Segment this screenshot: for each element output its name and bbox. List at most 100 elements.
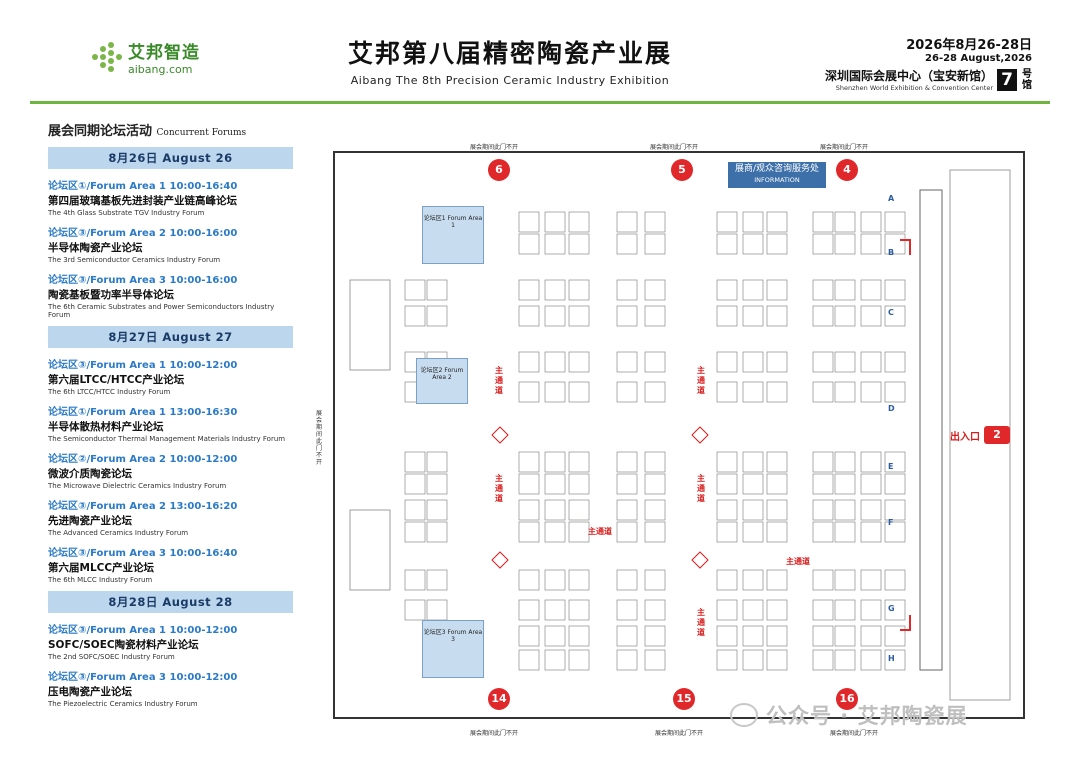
booth — [544, 279, 566, 301]
floor-plan-drawing — [333, 151, 1025, 719]
forum-name-en: The 4th Glass Substrate TGV Industry For… — [48, 209, 205, 217]
booth — [860, 279, 882, 301]
exit-label: 出入口 — [950, 431, 980, 443]
forum-name-en: The Semiconductor Thermal Management Mat… — [48, 435, 286, 443]
booth — [716, 233, 738, 255]
gate-5: 5 — [671, 159, 693, 181]
booth — [644, 499, 666, 521]
forum-name-en: The 3rd Semiconductor Ceramics Industry … — [48, 256, 221, 264]
header: 艾邦智造 aibang.com 艾邦第八届精密陶瓷产业展 Aibang The … — [0, 0, 1080, 104]
booth — [860, 599, 882, 621]
forum-area-time: 论坛区③/Forum Area 1 10:00-12:00 — [48, 625, 238, 636]
booth — [616, 599, 638, 621]
stairs — [349, 279, 391, 371]
booth — [426, 521, 448, 543]
booth — [766, 211, 788, 233]
main-aisle-label: 主通道 — [697, 366, 705, 395]
booth — [568, 279, 590, 301]
forum-name-en: The Piezoelectric Ceramics Industry Foru… — [48, 700, 198, 708]
booth — [616, 381, 638, 403]
booth — [742, 649, 764, 671]
booth — [742, 351, 764, 373]
booth — [544, 351, 566, 373]
booth — [568, 451, 590, 473]
booth — [812, 381, 834, 403]
booth — [568, 599, 590, 621]
forum-area-1: 论坛区1 Forum Area 1 — [422, 206, 484, 264]
row-label: E — [888, 462, 894, 471]
forum-name-cn: 先进陶瓷产业论坛 — [48, 515, 132, 527]
booth — [812, 351, 834, 373]
booth — [716, 473, 738, 495]
booth — [812, 233, 834, 255]
booth — [544, 521, 566, 543]
booth — [860, 305, 882, 327]
gate-note: 展会期间此门不开 — [830, 730, 879, 737]
booth — [544, 211, 566, 233]
booth — [644, 451, 666, 473]
booth — [544, 649, 566, 671]
gate-2: 2 — [984, 426, 1010, 444]
aisle-crossing-icon — [491, 426, 509, 444]
booth — [834, 211, 856, 233]
forum-area-time: 论坛区③/Forum Area 3 10:00-16:40 — [48, 548, 238, 559]
forum-name-en: The Advanced Ceramics Industry Forum — [48, 529, 189, 537]
booth — [426, 451, 448, 473]
booth — [426, 305, 448, 327]
booth — [568, 211, 590, 233]
forum-name-en: The Microwave Dielectric Ceramics Indust… — [48, 482, 227, 490]
gate-note: 展会期间此门不开 — [655, 730, 704, 737]
forum-name-en: The 6th Ceramic Substrates and Power Sem… — [48, 303, 275, 319]
booth — [616, 499, 638, 521]
row-label: D — [888, 404, 895, 413]
booth — [742, 279, 764, 301]
booth — [404, 499, 426, 521]
entrance-exit: 出入口 2 — [950, 426, 1010, 444]
booth — [766, 649, 788, 671]
booth — [716, 211, 738, 233]
booth — [404, 521, 426, 543]
row-label: A — [888, 194, 895, 203]
booth — [518, 599, 540, 621]
booth — [404, 473, 426, 495]
booth — [616, 305, 638, 327]
aisle-crossing-icon — [491, 551, 509, 569]
booth — [742, 211, 764, 233]
booth — [766, 521, 788, 543]
forum-name-en: The 6th LTCC/HTCC Industry Forum — [48, 388, 171, 396]
booth — [544, 305, 566, 327]
information-desk: 展商/观众咨询服务处 INFORMATION — [728, 162, 826, 188]
venue-en: Shenzhen World Exhibition & Convention C… — [835, 84, 993, 92]
booth — [404, 305, 426, 327]
booth — [766, 451, 788, 473]
booth — [568, 499, 590, 521]
forum-area-time: 论坛区③/Forum Area 3 10:00-16:00 — [48, 275, 238, 286]
booth — [716, 625, 738, 647]
booth — [742, 499, 764, 521]
booth — [812, 211, 834, 233]
booth — [544, 625, 566, 647]
forum-name-cn: 半导体散热材料产业论坛 — [48, 421, 164, 433]
booth — [568, 625, 590, 647]
booth — [644, 211, 666, 233]
booth — [518, 451, 540, 473]
booth — [644, 521, 666, 543]
booth — [518, 211, 540, 233]
floor-plan: 展会期间此门不开 展会期间此门不开 展会期间此门不开 展会期间此门不开 展会期间… — [316, 130, 1048, 748]
gate-16: 16 — [836, 688, 858, 710]
gate-note: 展会期间此门不开 — [470, 730, 519, 737]
forum-name-cn: 第六届LTCC/HTCC产业论坛 — [48, 374, 185, 386]
booth — [766, 351, 788, 373]
booth — [404, 599, 426, 621]
watermark: 公众号 · 艾邦陶瓷展 — [730, 700, 968, 730]
booth — [616, 625, 638, 647]
booth — [716, 351, 738, 373]
booth — [860, 351, 882, 373]
hall-outline — [333, 151, 1025, 719]
booth — [884, 351, 906, 373]
booth — [716, 521, 738, 543]
booth — [518, 625, 540, 647]
booth — [568, 521, 590, 543]
row-label: F — [888, 518, 894, 527]
